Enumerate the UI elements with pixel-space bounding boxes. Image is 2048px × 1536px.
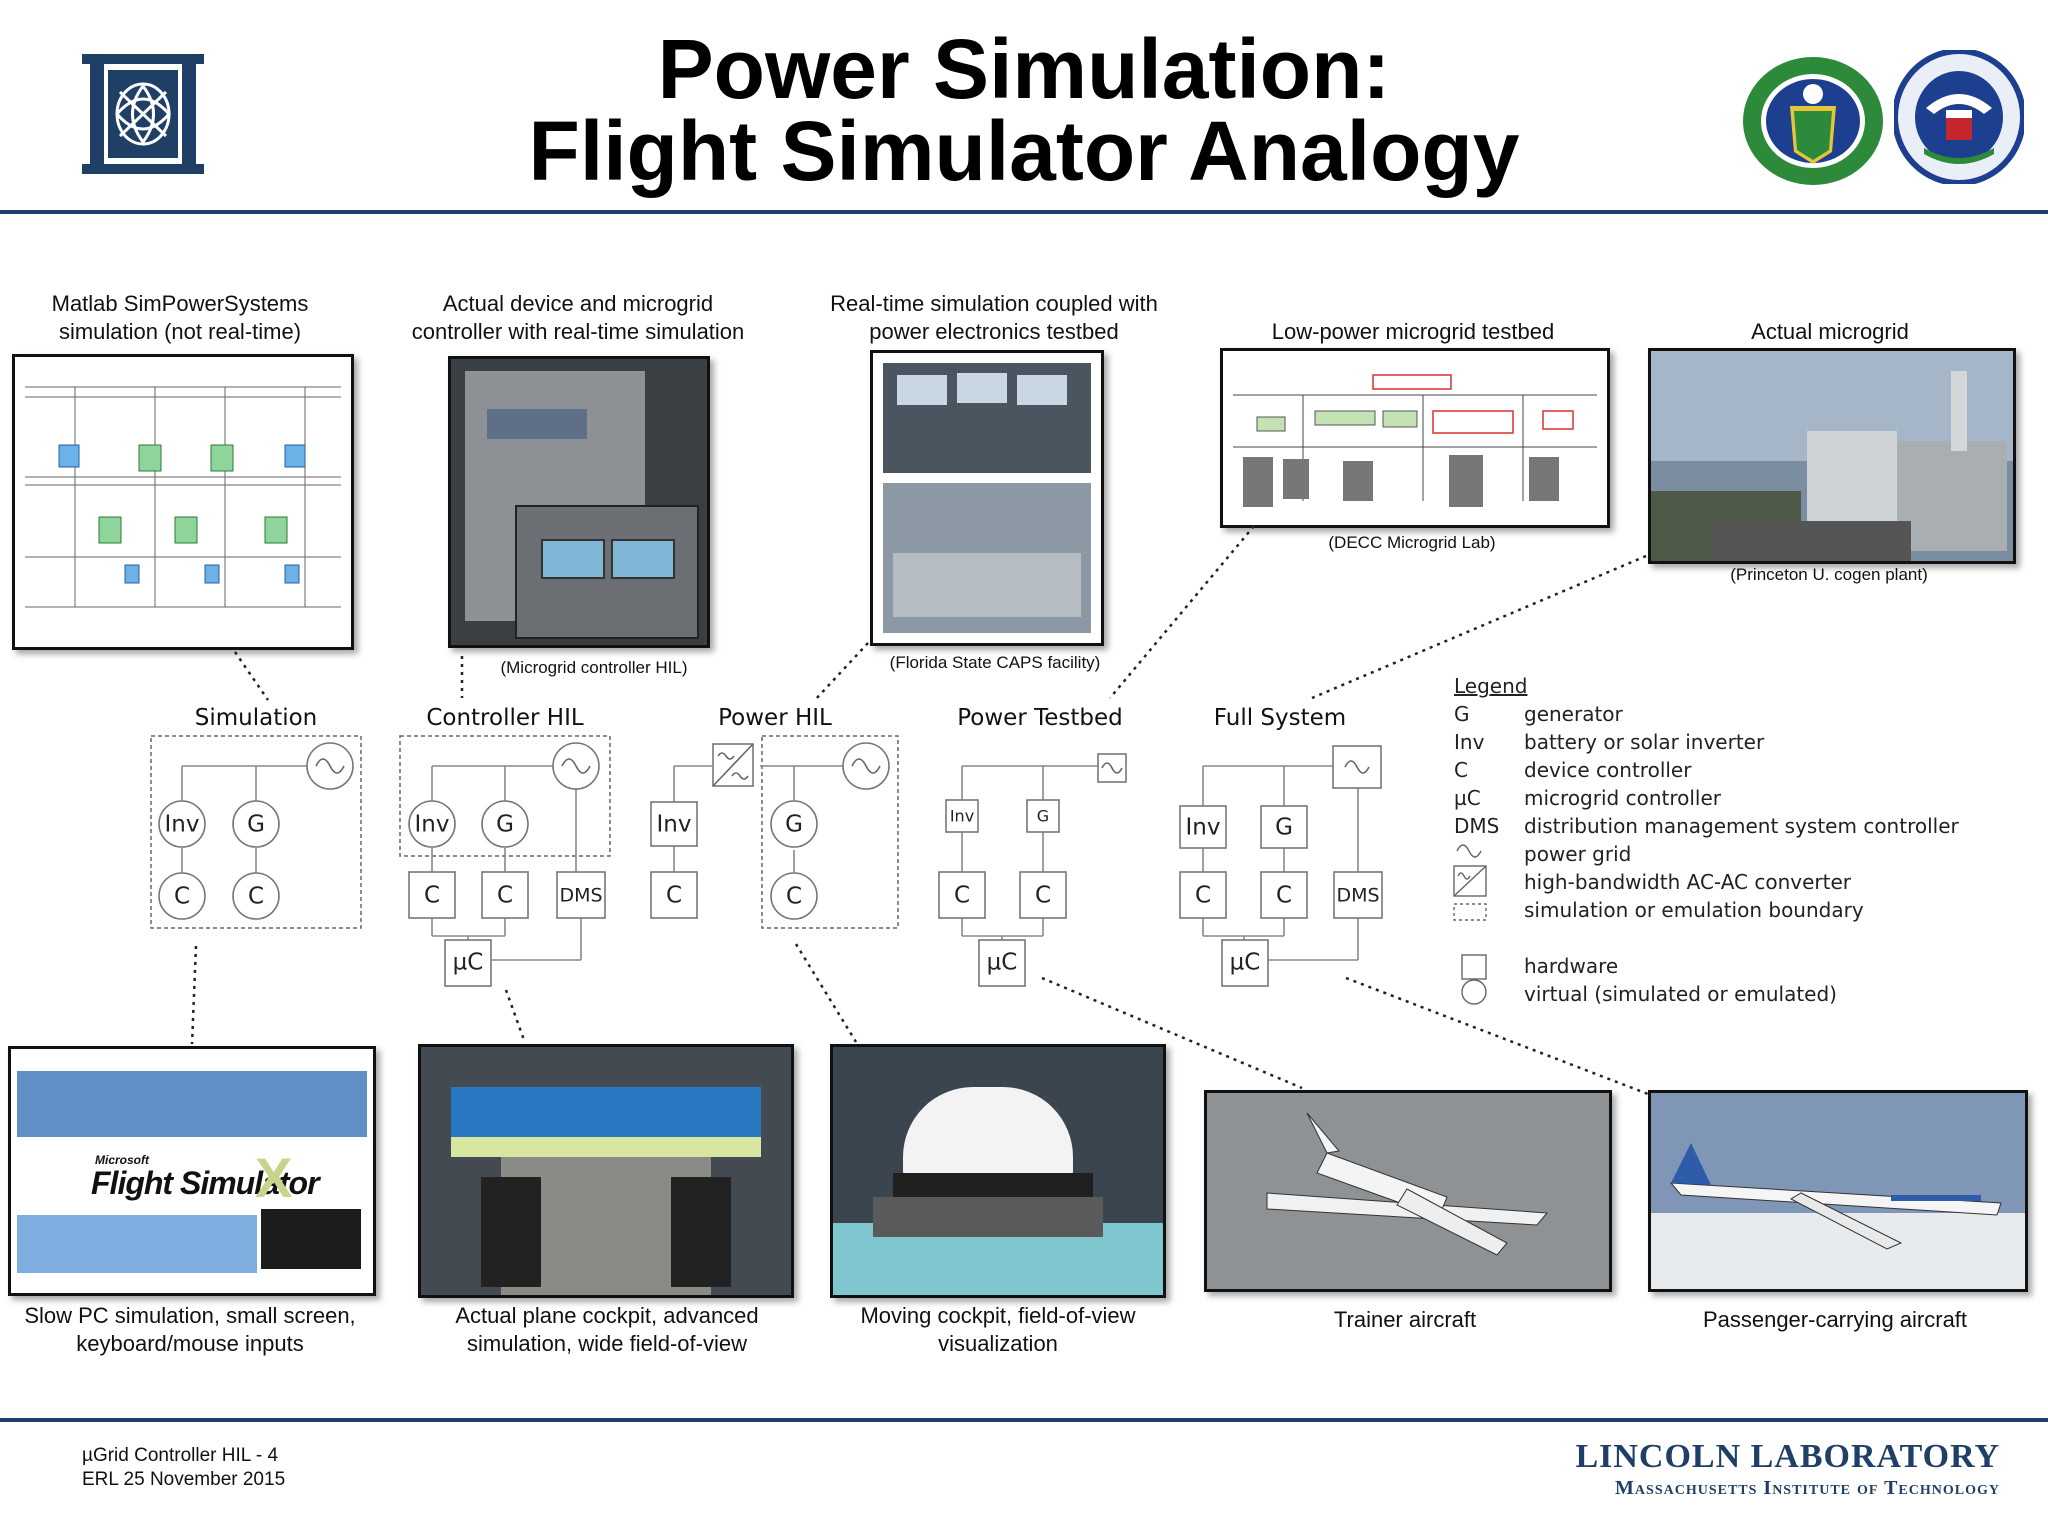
fsx-brand: Microsoft bbox=[95, 1153, 149, 1167]
fs-uc-label: µC bbox=[1230, 950, 1261, 976]
doe-seal bbox=[1742, 56, 1884, 186]
chil-g-label: G bbox=[496, 812, 514, 838]
simpowersystems-schematic bbox=[12, 354, 354, 650]
decc-note: (DECC Microgrid Lab) bbox=[1328, 533, 1496, 552]
actual-microgrid-caption: Actual microgrid bbox=[1751, 319, 1909, 344]
dhs-seal bbox=[1892, 48, 2026, 186]
princeton-cogen-photo bbox=[1648, 348, 2016, 564]
legend-desc-device-controller: device controller bbox=[1524, 758, 1692, 782]
phil-g-label: G bbox=[785, 812, 803, 838]
footer-rule bbox=[0, 1418, 2048, 1422]
cockpit-sim-photo bbox=[418, 1044, 794, 1298]
legend-keys: G Inv C µC DMS bbox=[1454, 700, 1524, 840]
fs-c2-label: C bbox=[1276, 883, 1292, 909]
legend-desc-boundary: simulation or emulation boundary bbox=[1524, 898, 1864, 922]
trainer-aircraft-photo bbox=[1204, 1090, 1612, 1292]
princeton-note: (Princeton U. cogen plant) bbox=[1730, 565, 1928, 584]
footer-slide-info: µGrid Controller HIL - 4 ERL 25 November… bbox=[82, 1444, 285, 1492]
legend-desc-microgrid-controller: microgrid controller bbox=[1524, 786, 1721, 810]
legend-desc-inverter: battery or solar inverter bbox=[1524, 730, 1765, 754]
fsx-caption: Slow PC simulation, small screen, keyboa… bbox=[24, 1303, 356, 1356]
ptb-inv-label: Inv bbox=[950, 807, 974, 826]
legend: Legend bbox=[1454, 672, 2034, 700]
cockpit-caption: Actual plane cockpit, advanced simulatio… bbox=[455, 1303, 759, 1356]
ptb-c1-label: C bbox=[954, 883, 970, 909]
legend-descriptions: generator battery or solar inverter devi… bbox=[1524, 700, 2034, 1008]
fs-inv-label: Inv bbox=[1186, 815, 1221, 841]
legend-desc-generator: generator bbox=[1524, 702, 1623, 726]
legend-key-g: G bbox=[1454, 702, 1470, 726]
legend-desc-hardware: hardware bbox=[1524, 954, 1619, 978]
chil-inv bbox=[408, 800, 456, 848]
passenger-aircraft-photo bbox=[1648, 1090, 2028, 1292]
low-power-caption: Low-power microgrid testbed bbox=[1271, 319, 1555, 344]
sim-g bbox=[232, 800, 280, 848]
ptb-uc-label: µC bbox=[987, 950, 1018, 976]
footer-line-1: µGrid Controller HIL - 4 bbox=[82, 1445, 279, 1466]
trainer-caption: Trainer aircraft bbox=[1333, 1307, 1477, 1332]
sim-c1 bbox=[158, 872, 206, 920]
header-rule bbox=[0, 210, 2048, 214]
ptb-c2-label: C bbox=[1035, 883, 1051, 909]
legend-key-uc: µC bbox=[1454, 786, 1481, 810]
phil-c-label: C bbox=[666, 883, 682, 909]
sim-c2-label: C bbox=[248, 884, 264, 910]
diagram-title-full-system: Full System bbox=[1213, 705, 1347, 731]
actual-device-caption: Actual device and microgrid controller w… bbox=[411, 291, 745, 344]
title-line-1: Power Simulation: bbox=[657, 22, 1391, 116]
sim-g-label: G bbox=[247, 812, 265, 838]
chil-c2-label: C bbox=[497, 883, 513, 909]
ptb-g-label: G bbox=[1037, 807, 1049, 826]
sim-c1-label: C bbox=[174, 884, 190, 910]
phil-inv-label: Inv bbox=[657, 812, 692, 838]
mit-ll-logo bbox=[82, 54, 204, 174]
fsx-box-art: Microsoft Flight Simulator X bbox=[8, 1046, 376, 1296]
passenger-caption: Passenger-carrying aircraft bbox=[1702, 1307, 1968, 1332]
title-line-2: Flight Simulator Analogy bbox=[528, 104, 1520, 198]
sim-c2 bbox=[232, 872, 280, 920]
decc-lab-schematic bbox=[1220, 348, 1610, 528]
legend-key-inv: Inv bbox=[1454, 730, 1485, 754]
caps-facility-photo bbox=[870, 350, 1104, 646]
legend-desc-dms: distribution management system controlle… bbox=[1524, 814, 1959, 838]
controller-hil-rack-photo bbox=[448, 356, 710, 648]
chil-inv-label: Inv bbox=[415, 812, 450, 838]
phil-c2-label: C bbox=[786, 884, 802, 910]
fsx-mark: X bbox=[255, 1146, 293, 1209]
legend-heading: Legend bbox=[1454, 674, 1528, 698]
legend-key-c: C bbox=[1454, 758, 1468, 782]
phil-c bbox=[770, 872, 818, 920]
chil-c1-label: C bbox=[424, 883, 440, 909]
chil-dms-label: DMS bbox=[559, 885, 602, 907]
fs-g-label: G bbox=[1275, 815, 1293, 841]
diagram-title-power-hil: Power HIL bbox=[718, 705, 832, 731]
matlab-caption: Matlab SimPowerSystems simulation (not r… bbox=[51, 291, 309, 344]
legend-desc-converter: high-bandwidth AC-AC converter bbox=[1524, 870, 1851, 894]
sim-inv bbox=[158, 800, 206, 848]
fsx-product: Flight Simulator bbox=[91, 1165, 320, 1201]
moving-caption: Moving cockpit, field-of-view visualizat… bbox=[860, 1303, 1136, 1356]
sim-inv-label: Inv bbox=[165, 812, 200, 838]
fs-c1-label: C bbox=[1195, 883, 1211, 909]
chil-g bbox=[481, 800, 529, 848]
page-title: Power Simulation: Flight Simulator Analo… bbox=[0, 22, 2048, 198]
fs-dms-label: DMS bbox=[1336, 885, 1379, 907]
diagram-title-power-testbed: Power Testbed bbox=[957, 705, 1123, 731]
diagram-title-controller-hil: Controller HIL bbox=[426, 705, 584, 731]
moving-cockpit-photo bbox=[830, 1044, 1166, 1298]
chil-uc-label: µC bbox=[453, 950, 484, 976]
diagram-title-simulation: Simulation bbox=[194, 705, 318, 731]
realtime-caption: Real-time simulation coupled with power … bbox=[830, 291, 1158, 344]
lincoln-lab-name: LINCOLN LABORATORY bbox=[1575, 1438, 2000, 1475]
mit-name: Massachusetts Institute of Technology bbox=[1615, 1477, 2000, 1499]
phil-g bbox=[770, 800, 818, 848]
legend-desc-power-grid: power grid bbox=[1524, 842, 1632, 866]
legend-desc-virtual: virtual (simulated or emulated) bbox=[1524, 982, 1837, 1006]
lincoln-lab-wordmark: LINCOLN LABORATORY Massachusetts Institu… bbox=[1500, 1438, 2000, 1500]
footer-line-2: ERL 25 November 2015 bbox=[82, 1469, 286, 1490]
legend-key-dms: DMS bbox=[1454, 814, 1500, 838]
caps-note: (Florida State CAPS facility) bbox=[889, 653, 1101, 672]
hil-note: (Microgrid controller HIL) bbox=[500, 658, 688, 677]
